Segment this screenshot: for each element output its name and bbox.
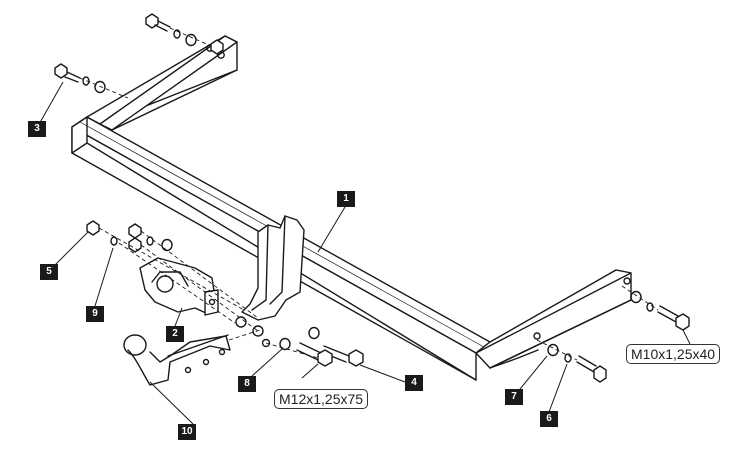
callout-2-tag: 2 <box>166 326 184 342</box>
bolt-spec-small-label: M10x1,25x40 <box>626 344 721 364</box>
left-nuts-washers <box>86 220 173 253</box>
callout-3-tag: 3 <box>28 121 46 137</box>
socket-plate <box>139 257 219 316</box>
tow-ball-neck <box>123 334 231 386</box>
callout-1-tag: 1 <box>337 191 355 207</box>
callout-5-tag: 5 <box>40 264 58 280</box>
bolt-spec-large-label: M12x1,25x75 <box>274 389 369 409</box>
right-side-arm <box>475 269 632 369</box>
callout-9-tag: 9 <box>86 306 104 322</box>
callout-4-tag: 4 <box>405 375 423 391</box>
left-side-arm <box>86 35 238 131</box>
top-left-fasteners <box>145 13 224 55</box>
left-arm-bolt <box>54 63 106 94</box>
right-fasteners <box>547 290 690 383</box>
callout-8-tag: 8 <box>238 376 256 392</box>
long-bolt <box>279 326 364 367</box>
callout-10-tag: 10 <box>178 424 196 440</box>
callout-6-tag: 6 <box>540 411 558 427</box>
callout-7-tag: 7 <box>505 389 523 405</box>
center-bracket <box>235 215 305 348</box>
